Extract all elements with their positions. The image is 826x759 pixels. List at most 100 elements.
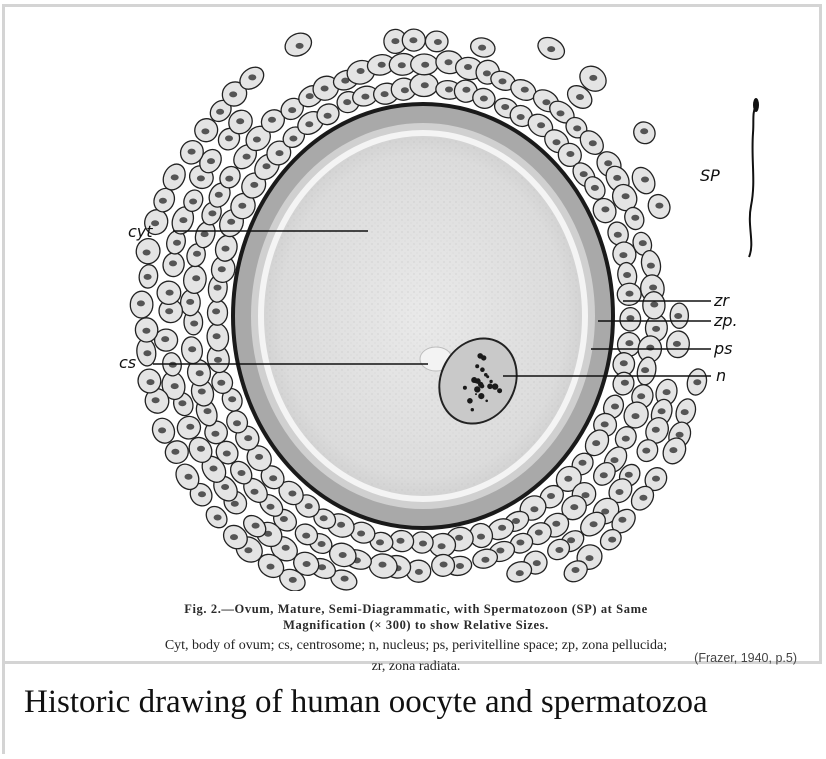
label-zp: zp. bbox=[713, 311, 738, 330]
follicle-cell-nucleus bbox=[143, 250, 151, 256]
follicle-cell-nucleus bbox=[228, 396, 236, 402]
follicle-cell-nucleus bbox=[238, 470, 246, 476]
follicle-cell-nucleus bbox=[173, 240, 181, 246]
chromatin-dot bbox=[497, 388, 502, 393]
chromatin-dot bbox=[478, 393, 484, 399]
follicle-cell-nucleus bbox=[616, 489, 624, 495]
follicle-cell-nucleus bbox=[214, 285, 222, 291]
follicle-cell-nucleus bbox=[179, 217, 187, 223]
follicle-cell-nucleus bbox=[214, 357, 222, 363]
follicle-cell-nucleus bbox=[582, 492, 590, 498]
follicle-cell-nucleus bbox=[339, 552, 347, 558]
follicle-cell-nucleus bbox=[618, 517, 626, 523]
label-cs: cs bbox=[119, 353, 136, 372]
follicle-cell-nucleus bbox=[296, 43, 304, 49]
follicle-cell-nucleus bbox=[438, 543, 446, 549]
follicle-cell-nucleus bbox=[600, 472, 608, 478]
follicle-cell-nucleus bbox=[464, 64, 472, 70]
chromatin-dot bbox=[484, 373, 488, 377]
follicle-cell-nucleus bbox=[652, 427, 660, 433]
follicle-cell-nucleus bbox=[198, 491, 206, 497]
caption-title-line-1: Fig. 2.—Ovum, Mature, Semi-Diagrammatic,… bbox=[31, 601, 801, 617]
chromatin-dot bbox=[494, 384, 498, 388]
follicle-cell-nucleus bbox=[590, 521, 598, 527]
follicle-cell-nucleus bbox=[552, 521, 560, 527]
follicle-cell-nucleus bbox=[496, 548, 504, 554]
follicle-cell-nucleus bbox=[530, 506, 538, 512]
follicle-cell-nucleus bbox=[152, 397, 160, 403]
chromatin-dot bbox=[481, 355, 486, 360]
follicle-cell-nucleus bbox=[557, 110, 565, 116]
follicle-cell-nucleus bbox=[589, 75, 597, 81]
follicle-cell-nucleus bbox=[305, 503, 313, 509]
follicle-cell-nucleus bbox=[542, 99, 550, 105]
label-n: n bbox=[716, 366, 726, 385]
follicle-cell-nucleus bbox=[572, 567, 580, 573]
follicle-cell-nucleus bbox=[341, 576, 349, 582]
chromatin-dot bbox=[474, 386, 480, 392]
follicle-cell-nucleus bbox=[268, 117, 276, 123]
follicle-cell-nucleus bbox=[641, 367, 649, 373]
follicle-cell-nucleus bbox=[137, 300, 145, 306]
follicle-cell-nucleus bbox=[601, 206, 609, 212]
follicle-cell-nucleus bbox=[512, 518, 520, 524]
follicle-cell-nucleus bbox=[238, 203, 246, 209]
follicle-cell-nucleus bbox=[282, 545, 290, 551]
follicle-cell-nucleus bbox=[192, 275, 200, 281]
follicle-cell-nucleus bbox=[231, 501, 239, 507]
follicle-cell-nucleus bbox=[161, 336, 169, 342]
follicle-cell-nucleus bbox=[215, 192, 223, 198]
label-ps: ps bbox=[713, 339, 733, 358]
follicle-cell-nucleus bbox=[591, 185, 599, 191]
follicle-cell-nucleus bbox=[611, 404, 619, 410]
follicle-cell-nucleus bbox=[674, 313, 682, 319]
follicle-cell-nucleus bbox=[221, 484, 229, 490]
follicle-cell-nucleus bbox=[421, 82, 429, 88]
follicle-cell-nucleus bbox=[190, 321, 198, 327]
follicle-cell-nucleus bbox=[343, 99, 351, 105]
follicle-cell-nucleus bbox=[547, 493, 555, 499]
follicle-cell-nucleus bbox=[280, 516, 288, 522]
chromatin-dot bbox=[480, 367, 485, 372]
follicle-cell-nucleus bbox=[289, 577, 297, 583]
follicle-cell-nucleus bbox=[244, 547, 252, 553]
follicle-cell-nucleus bbox=[693, 379, 701, 385]
follicle-cell-nucleus bbox=[567, 537, 575, 543]
follicle-cell-nucleus bbox=[236, 118, 244, 124]
follicle-cell-nucleus bbox=[207, 158, 215, 164]
follicle-cell-nucleus bbox=[521, 87, 529, 93]
follicle-cell-nucleus bbox=[250, 182, 258, 188]
follicle-cell-nucleus bbox=[305, 121, 313, 127]
spermatozoon bbox=[749, 98, 759, 257]
follicle-cell-nucleus bbox=[483, 70, 491, 76]
follicle-cell-nucleus bbox=[480, 96, 488, 102]
follicle-cell-nucleus bbox=[193, 251, 201, 257]
follicle-cell-nucleus bbox=[397, 538, 405, 544]
follicle-cell-nucleus bbox=[649, 285, 657, 291]
follicle-cell-nucleus bbox=[248, 74, 256, 80]
follicle-cell-nucleus bbox=[225, 135, 233, 141]
follicle-cell-nucleus bbox=[169, 260, 177, 266]
follicle-cell-nucleus bbox=[499, 78, 507, 84]
follicle-cell-nucleus bbox=[517, 114, 525, 120]
follicle-cell-nucleus bbox=[171, 383, 179, 389]
follicle-cell-nucleus bbox=[573, 125, 581, 131]
follicle-cell-nucleus bbox=[640, 128, 648, 134]
follicle-cell-nucleus bbox=[553, 139, 561, 145]
follicle-cell-nucleus bbox=[269, 475, 277, 481]
follicle-cell-nucleus bbox=[158, 427, 166, 433]
follicle-cell-nucleus bbox=[324, 113, 332, 119]
follicle-cell-nucleus bbox=[604, 160, 612, 166]
follicle-cell-nucleus bbox=[302, 533, 310, 539]
follicle-cell-nucleus bbox=[623, 272, 631, 278]
follicle-cell-nucleus bbox=[547, 46, 555, 52]
follicle-cell-nucleus bbox=[619, 252, 627, 258]
follicle-cell-nucleus bbox=[171, 174, 179, 180]
follicle-cell-nucleus bbox=[223, 451, 231, 457]
follicle-cell-nucleus bbox=[673, 341, 681, 347]
follicle-cell-nucleus bbox=[632, 413, 640, 419]
caption-legend-line-1: Cyt, body of ovum; cs, centrosome; n, nu… bbox=[31, 637, 801, 654]
chromatin-dot bbox=[467, 398, 473, 404]
follicle-cell-nucleus bbox=[566, 151, 574, 157]
follicle-cell-nucleus bbox=[625, 340, 633, 346]
